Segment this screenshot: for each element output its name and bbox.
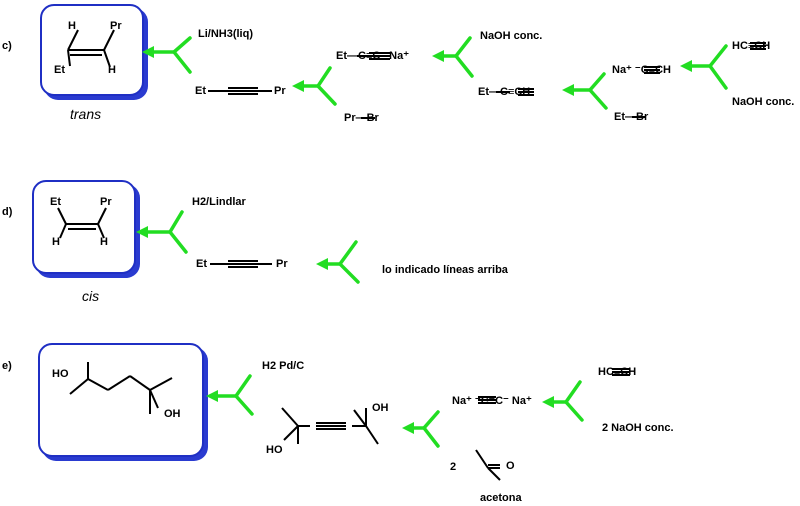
target-box-cis	[32, 180, 136, 274]
atom-ho: HO	[52, 368, 69, 380]
section-label-d: d)	[2, 206, 13, 218]
alkyne-right: Pr	[274, 85, 286, 97]
reagent-li-nh3: Li/NH3(liq)	[198, 28, 253, 40]
acetylide-et-na: Et—C≡C⁻ Na⁺	[336, 50, 410, 62]
alkyne-right: Pr	[276, 258, 288, 270]
reagent-naoh-2: NaOH conc.	[732, 96, 795, 108]
atom-et: Et	[54, 64, 65, 76]
atom-ho: HO	[266, 444, 283, 456]
reagent-2naoh: 2 NaOH conc.	[602, 422, 674, 434]
caption-cis: cis	[82, 288, 100, 304]
acetylene-e: HC≡CH	[598, 366, 637, 378]
ketone-name: acetona	[480, 492, 522, 504]
atom-h: H	[68, 20, 76, 32]
atom-pr: Pr	[110, 20, 122, 32]
atom-h: H	[100, 236, 108, 248]
reagent-h2-pdc: H2 Pd/C	[262, 360, 305, 372]
propyl-bromide: Pr—Br	[344, 112, 379, 124]
alkyne-left: Et	[196, 258, 207, 270]
caption-trans: trans	[70, 106, 102, 122]
alkyne-left: Et	[195, 85, 206, 97]
ethyl-acetylene: Et—C≡CH	[478, 86, 531, 98]
atom-o: O	[506, 460, 515, 472]
target-box-diol	[38, 343, 204, 457]
ethyl-bromide: Et—Br	[614, 111, 649, 123]
note-lo-indicado: lo indicado líneas arriba	[382, 264, 508, 276]
atom-h: H	[52, 236, 60, 248]
disodium-acetylide: Na⁺ ⁻C≡C⁻ Na⁺	[452, 395, 532, 407]
atom-pr: Pr	[100, 196, 112, 208]
section-label-c: c)	[2, 40, 12, 52]
reagent-naoh-1: NaOH conc.	[480, 30, 543, 42]
atom-h: H	[108, 64, 116, 76]
coefficient-2: 2	[450, 461, 457, 473]
atom-oh: OH	[164, 408, 181, 420]
atom-et: Et	[50, 196, 61, 208]
section-label-e: e)	[2, 360, 12, 372]
reagent-lindlar: H2/Lindlar	[192, 196, 246, 208]
arrows	[136, 36, 728, 448]
sodium-acetylide: Na⁺ ⁻C≡CH	[612, 64, 671, 76]
acetylene-c: HC≡CH	[732, 40, 771, 52]
atom-oh: OH	[372, 402, 389, 414]
